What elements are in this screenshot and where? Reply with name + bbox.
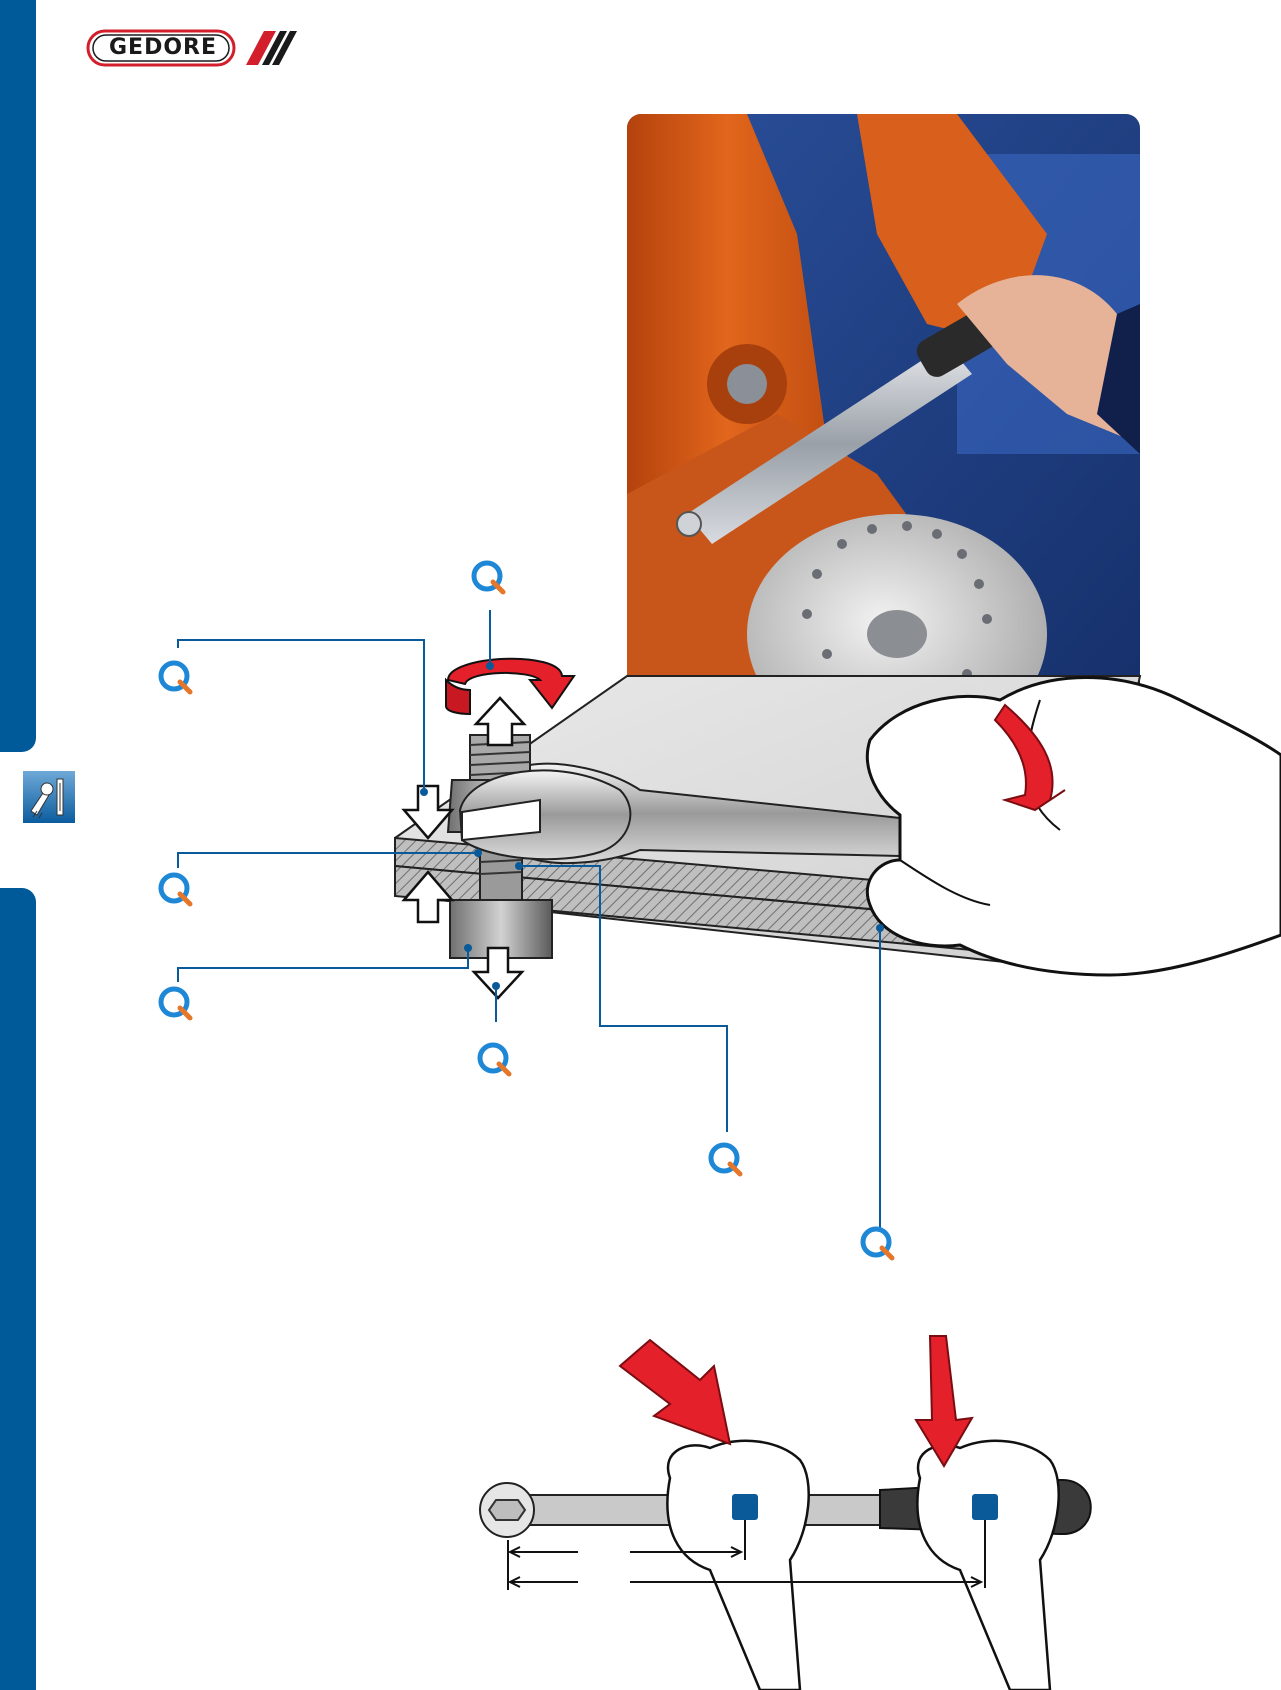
force-arrows [401,696,527,1000]
logo-text: GEDORE [108,35,218,60]
sidebar-bottom-bar [0,888,36,1690]
torque-wrench-on-robot-arm-photo [627,114,1140,704]
torque-tool-icon [23,771,75,823]
gedore-logo: GEDORE [86,28,298,68]
sidebar-top-bar [0,0,36,752]
open-end-wrench [458,762,901,865]
hand-illustration [865,676,1281,977]
rotation-arrow [445,657,576,716]
lever-diagram [479,1335,1092,1690]
callout-lines [177,610,881,1228]
